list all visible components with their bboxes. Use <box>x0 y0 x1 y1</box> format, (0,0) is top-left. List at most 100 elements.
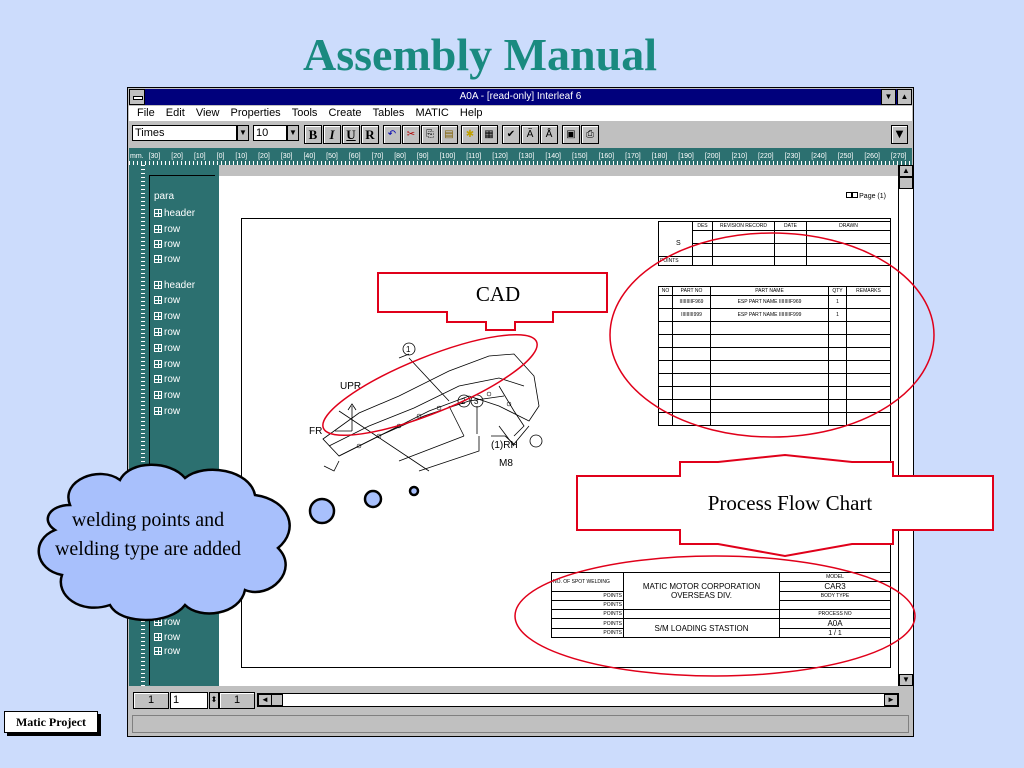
undo-icon[interactable]: ↶ <box>383 125 401 144</box>
parts-cell <box>828 399 847 413</box>
cut-icon[interactable]: ✂ <box>402 125 420 144</box>
tag-item-row[interactable]: row <box>154 311 180 322</box>
font-family-select[interactable]: Times <box>132 125 237 141</box>
parts-header: NO <box>658 286 673 296</box>
copy-icon[interactable]: ⎘ <box>421 125 439 144</box>
tag-item-row[interactable]: row <box>154 295 180 306</box>
font-size-dropdown-icon[interactable]: ▼ <box>287 125 299 141</box>
italic-button[interactable]: I <box>323 125 341 144</box>
menu-help[interactable]: Help <box>459 107 483 119</box>
menu-tables[interactable]: Tables <box>372 107 405 119</box>
page-spinner-icon[interactable]: ⬍ <box>209 692 219 709</box>
save-icon[interactable]: ▣ <box>562 125 580 144</box>
hscroll-thumb[interactable] <box>271 694 283 706</box>
tag-item-row[interactable]: row <box>154 343 180 354</box>
menu-edit[interactable]: Edit <box>165 107 185 119</box>
tag-item-row[interactable]: row <box>154 239 180 250</box>
font-family-dropdown-icon[interactable]: ▼ <box>237 125 249 141</box>
parts-cell <box>846 321 891 335</box>
sheet-number: 1 / 1 <box>779 628 891 638</box>
tag-item-row[interactable]: row <box>154 224 180 235</box>
rh-label: (1)RH <box>491 440 518 451</box>
footer-label: Matic Project <box>4 711 98 733</box>
table-tag-icon <box>154 240 162 248</box>
revision-s-label: S <box>676 240 681 247</box>
first-page-button[interactable]: 1 <box>133 692 169 709</box>
tag-item-row[interactable]: row <box>154 646 180 657</box>
upr-label: UPR <box>340 381 361 392</box>
weld-point-icon <box>486 391 492 397</box>
scroll-right-icon[interactable]: ► <box>884 694 898 706</box>
tag-item-row[interactable]: row <box>154 327 180 338</box>
scroll-down-icon[interactable]: ▼ <box>899 674 913 686</box>
tag-item-label: row <box>164 632 181 643</box>
bold-button[interactable]: B <box>304 125 322 144</box>
tag-item-row[interactable]: row <box>154 617 180 628</box>
parts-cell <box>828 360 847 374</box>
scroll-left-icon[interactable]: ◄ <box>258 694 272 706</box>
parts-cell <box>846 399 891 413</box>
tag-item-header[interactable]: header <box>154 208 195 219</box>
callout-number-1: 1 <box>406 345 411 354</box>
tag-item-label: row <box>164 327 181 338</box>
table-tag-icon <box>154 328 162 336</box>
ruler-tick-label: [70] <box>370 153 385 160</box>
tag-item-label: row <box>164 617 181 628</box>
menu-tools[interactable]: Tools <box>291 107 318 119</box>
tag-item-row[interactable]: row <box>154 632 180 643</box>
parts-table-row <box>658 386 891 400</box>
tag-item-label: row <box>164 359 181 370</box>
horizontal-ruler: mm. [30][20][10][0][10][20][30][40][50][… <box>129 148 912 165</box>
tag-item-row[interactable]: row <box>154 390 180 401</box>
tag-item-row[interactable]: row <box>154 254 180 265</box>
revision-side-cell <box>658 221 693 257</box>
parts-cell <box>846 412 891 426</box>
parts-table-row <box>658 360 891 374</box>
find-replace-icon[interactable]: Å <box>540 125 558 144</box>
points-label: POINTS <box>551 628 624 638</box>
system-menu-icon[interactable] <box>129 89 145 105</box>
document-icon[interactable]: ▦ <box>480 125 498 144</box>
tag-item-row[interactable]: row <box>154 374 180 385</box>
maximize-icon[interactable]: ▲ <box>897 89 912 105</box>
minimize-icon[interactable]: ▼ <box>881 89 896 105</box>
tag-item-row[interactable]: row <box>154 406 180 417</box>
font-size-select[interactable]: 10 <box>253 125 287 141</box>
ruler-tick-label: [270] <box>889 153 908 160</box>
menu-create[interactable]: Create <box>328 107 362 119</box>
ruler-tick-label: [130] <box>517 153 536 160</box>
vertical-scrollbar[interactable]: ▲ ▼ <box>898 165 913 686</box>
page-number-field[interactable]: 1 <box>170 692 208 709</box>
tag-item-label: row <box>164 343 181 354</box>
spell-check-icon[interactable]: ✔ <box>502 125 520 144</box>
leader-line-4 <box>418 436 480 472</box>
last-page-button[interactable]: 1 <box>219 692 255 709</box>
paste-icon[interactable]: ▤ <box>440 125 458 144</box>
page-indicator: Page (1) <box>846 192 886 200</box>
menu-file[interactable]: File <box>137 107 155 119</box>
tag-item-para[interactable]: para <box>154 191 174 202</box>
parts-cell <box>846 347 891 361</box>
toolbar-dropdown-icon[interactable]: ▼ <box>891 125 908 144</box>
tag-item-label: header <box>164 208 196 219</box>
find-icon[interactable]: Ä <box>521 125 539 144</box>
print-icon[interactable]: ⎙ <box>581 125 599 144</box>
horizontal-scrollbar[interactable]: ◄ ► <box>257 693 899 707</box>
ruler-tick-label: [160] <box>597 153 616 160</box>
menu-view[interactable]: View <box>195 107 220 119</box>
tag-item-row[interactable]: row <box>154 359 180 370</box>
parts-cell <box>658 334 673 348</box>
new-document-icon[interactable]: ✱ <box>461 125 479 144</box>
table-tag-icon <box>154 647 162 655</box>
process-flow-chart-label: Process Flow Chart <box>707 491 873 515</box>
scroll-thumb[interactable] <box>899 177 913 189</box>
tag-item-header[interactable]: header <box>154 280 195 291</box>
menu-properties[interactable]: Properties <box>230 107 281 119</box>
menu-matic[interactable]: MATIC <box>415 107 449 119</box>
underline-button[interactable]: U <box>342 125 360 144</box>
revision-button[interactable]: R <box>361 125 379 144</box>
scroll-up-icon[interactable]: ▲ <box>899 165 913 177</box>
revision-points-label: POINTS <box>658 256 693 266</box>
